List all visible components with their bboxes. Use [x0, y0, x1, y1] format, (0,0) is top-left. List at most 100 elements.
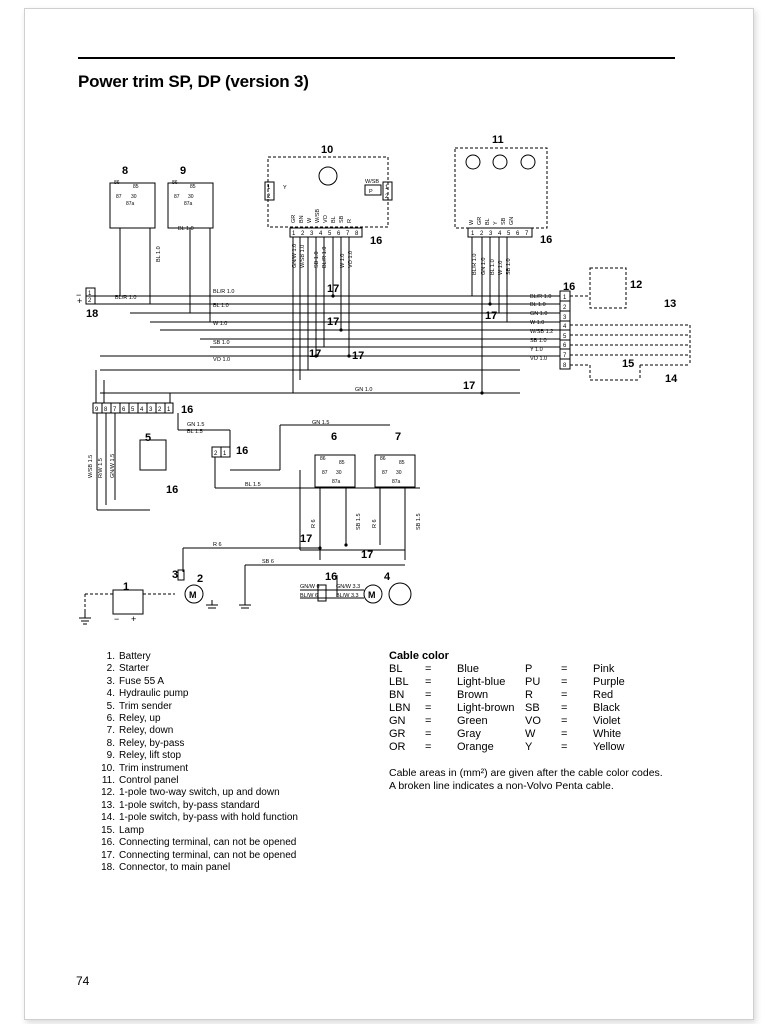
legend-item: 7.Reley, down	[89, 725, 298, 737]
cable-color-name: Green	[457, 715, 488, 727]
wire-label-sb10-right: SB 1.0	[530, 338, 547, 344]
term-10-8: 8	[355, 231, 359, 237]
wire-label-gr-11: GR	[477, 217, 483, 225]
wire-label-rw15-v: R/W 1.5	[98, 458, 104, 478]
wire-label-blr10-mid: BL/R 1.0	[213, 289, 234, 295]
relay7-pin-87a: 87a	[392, 479, 401, 485]
label-3: 3	[172, 569, 178, 581]
term-10-side-r2: 2	[385, 194, 389, 200]
wire-label-y: Y	[283, 185, 287, 191]
wire-label-sb10-v2: SB 1.0	[506, 258, 512, 275]
wire-label-bl-11: BL	[485, 218, 491, 225]
equals-sign: =	[561, 728, 568, 740]
wire-label-y-11: Y	[493, 221, 499, 225]
term-left-3: 3	[149, 407, 153, 413]
wire-label-blr10-v2: BL/R 1.0	[472, 254, 478, 275]
wire-label-wsb10-v: W/SB 1.0	[300, 245, 306, 268]
cable-code: P	[525, 663, 533, 675]
cable-code: PU	[525, 676, 541, 688]
term-11-5: 5	[507, 231, 511, 237]
term-10-5: 5	[328, 231, 332, 237]
legend-item: 18. Connector, to main panel	[89, 862, 298, 874]
legend-text: Connector, to main panel	[119, 861, 231, 873]
cable-color-name: Violet	[593, 715, 621, 727]
equals-sign: =	[425, 689, 432, 701]
wire-label-sb15-v1: SB 1.5	[356, 513, 362, 530]
relay9-pin-30: 30	[188, 194, 194, 200]
term-11-1: 1	[471, 231, 475, 237]
wire-label-gn10-mid: GN 1.0	[355, 387, 372, 393]
legend-number: 18.	[101, 861, 115, 873]
wire-label-gn10-v2: GN 1.0	[481, 258, 487, 275]
label-9: 9	[180, 165, 186, 177]
equals-sign: =	[425, 702, 432, 714]
wire-label-sb6: SB 6	[262, 559, 274, 565]
wire-label-gn-11: GN	[509, 217, 515, 225]
label-17-e: 17	[352, 350, 364, 362]
equals-sign: =	[561, 689, 568, 701]
term-10-side-r1: 1	[385, 185, 389, 191]
wire-label-bl10-relay: BL 1.0	[178, 226, 194, 232]
cable-color-name: Gray	[457, 728, 481, 740]
wire-label-wsb12-right: W/SB 1.2	[530, 329, 553, 335]
wire-label-gn15-b: GN 1.5	[312, 420, 329, 426]
cable-code: Y	[525, 741, 533, 753]
equals-sign: =	[561, 663, 568, 675]
plus-symbol-18: +	[77, 296, 82, 306]
term-left-1: 1	[167, 407, 171, 413]
term-10-7: 7	[346, 231, 350, 237]
legend-item: 5. Trim sender	[89, 701, 298, 713]
term-16e-2: 2	[214, 451, 218, 457]
battery-minus-symbol: −	[114, 614, 119, 624]
legend-text: Trim sender	[119, 700, 172, 712]
wire-label-w10-v2: W 1.0	[498, 261, 504, 275]
legend-text: Lamp	[119, 824, 145, 836]
wire-label-sb: SB	[339, 215, 345, 223]
wire-label-wsb-10: W/SB	[365, 179, 379, 185]
cable-color-name: Brown	[457, 689, 489, 701]
starter-motor-symbol: M	[189, 590, 197, 600]
legend-number: 5.	[106, 700, 115, 712]
legend-text: Reley, lift stop	[119, 750, 182, 762]
label-17-a: 17	[327, 283, 339, 295]
relay8-pin-86: 86	[114, 180, 120, 186]
label-13: 13	[664, 298, 676, 310]
legend-number: 16.	[101, 837, 115, 849]
legend-item: 4.Hydraulic pump	[89, 688, 298, 700]
wire-label-bl10-v: BL 1.0	[156, 246, 162, 262]
relay9-pin-85: 85	[190, 184, 196, 190]
cable-color-name: Red	[593, 689, 614, 701]
wire-label-blr10-v: BL/R 1.0	[322, 247, 328, 268]
cable-notes: Cable areas in (mm²) are given after the…	[389, 767, 709, 793]
legend-text: Control panel	[119, 775, 179, 787]
label-4: 4	[384, 571, 391, 583]
cable-code: SB	[525, 702, 540, 714]
term-right-3: 3	[563, 315, 567, 321]
legend-item: 15.Lamp	[89, 825, 298, 837]
wire-label-w10-right: W 1.0	[530, 320, 544, 326]
wire-label-sb15-v2: SB 1.5	[416, 513, 422, 530]
term-left-7: 7	[113, 407, 117, 413]
cable-code: R	[525, 689, 533, 701]
label-16-a: 16	[370, 235, 382, 247]
relay-bypass-box	[109, 182, 156, 229]
legend-item: 2.Starter	[89, 663, 298, 675]
term-10-1: 1	[292, 231, 296, 237]
legend-number: 6.	[106, 713, 115, 725]
cable-color-title: Cable color	[389, 650, 449, 662]
legend-item: 11.Control panel	[89, 775, 298, 787]
label-14: 14	[665, 373, 678, 385]
term-11-4: 4	[498, 231, 502, 237]
wire-label-bl10-right: BL 1.0	[530, 302, 546, 308]
label-16-d: 16	[181, 404, 193, 416]
term-left-2: 2	[158, 407, 162, 413]
term-right-4: 4	[563, 324, 567, 330]
label-17-d: 17	[309, 348, 321, 360]
equals-sign: =	[425, 715, 432, 727]
